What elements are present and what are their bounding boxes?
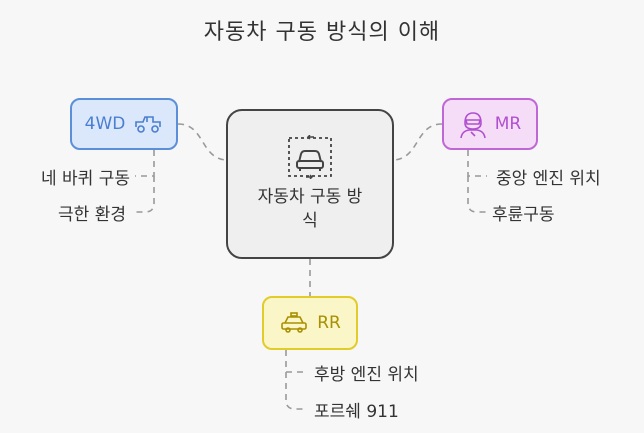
leaf-4wd-2: 극한 환경 (58, 205, 126, 225)
jeep-icon (135, 116, 162, 133)
link-4wd-center (177, 123, 227, 161)
link-mr-center (393, 123, 443, 161)
car-icon (288, 135, 332, 179)
leaf-rr-1: 후방 엔진 위치 (314, 365, 419, 385)
node-4wd[interactable]: 4WD (70, 98, 178, 150)
taxi-icon (281, 312, 307, 333)
link-mr-leaf2 (467, 176, 487, 213)
link-4wd-leaf1 (135, 150, 155, 177)
link-rr-leaf2 (285, 372, 305, 410)
center-label: 자동차 구동 방식 (257, 187, 363, 231)
racer-icon (459, 112, 486, 139)
link-mr-leaf1 (467, 150, 487, 177)
link-rr-leaf1 (285, 350, 305, 373)
node-4wd-label: 4WD (84, 114, 126, 134)
center-node[interactable]: 자동차 구동 방식 (226, 109, 394, 259)
diagram-title: 자동차 구동 방식의 이해 (203, 20, 441, 45)
node-rr-label: RR (317, 313, 341, 333)
leaf-mr-1: 중앙 엔진 위치 (496, 169, 601, 189)
leaf-4wd-1: 네 바퀴 구동 (40, 169, 130, 189)
leaf-rr-2: 포르쉐 911 (314, 402, 399, 422)
link-4wd-leaf2 (135, 176, 155, 213)
node-rr[interactable]: RR (262, 296, 358, 350)
leaf-mr-2: 후륜구동 (492, 205, 555, 225)
node-mr-label: MR (494, 114, 522, 134)
node-mr[interactable]: MR (442, 98, 538, 150)
